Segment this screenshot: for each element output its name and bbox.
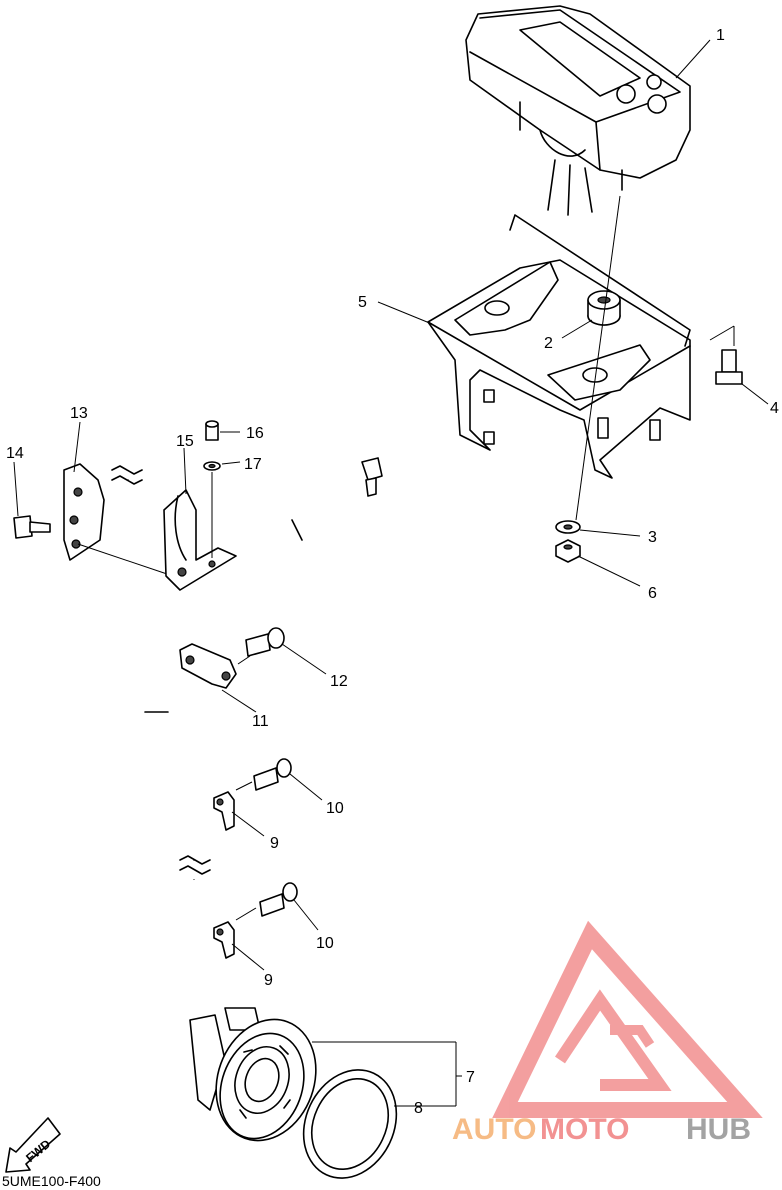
watermark-text-auto: AUTO: [452, 1113, 536, 1146]
callout-8: 8: [414, 1100, 423, 1117]
part-clip-9-upper: [213, 791, 235, 831]
part-screw-10-upper: [253, 758, 292, 791]
leader-line-3: [579, 529, 641, 537]
callout-1: 1: [716, 27, 725, 44]
part-meter-bracket: [427, 214, 691, 479]
callout-9-upper: 9: [270, 835, 279, 852]
watermark-text-hub: HUB: [686, 1113, 751, 1146]
callout-16: 16: [246, 425, 264, 442]
watermark-text-moto: MOTO: [540, 1113, 629, 1146]
part-seal-ring: [302, 1069, 398, 1179]
leader-line-17: [221, 461, 241, 465]
part-mount-plate: [63, 463, 105, 561]
callout-6: 4: [770, 400, 779, 417]
watermark-logo: [492, 920, 763, 1118]
part-screw-10-lower: [259, 882, 298, 917]
leader-line-11b: [237, 655, 251, 665]
leader-line-14: [13, 461, 19, 517]
callout-4: 6: [648, 585, 657, 602]
part-speedometer-gear-unit: [189, 1007, 317, 1142]
callout-11: 11: [252, 713, 269, 730]
leader-line-10a: [289, 773, 323, 801]
callout-10-upper: 10: [326, 800, 344, 817]
part-clip-9-lower: [213, 921, 235, 959]
callout-10-lower: 10: [316, 935, 334, 952]
leader-line-6a: [709, 325, 735, 341]
part-bolt-14: [13, 515, 51, 539]
part-screw-16: [205, 420, 219, 441]
part-cable-guide: [163, 489, 237, 591]
drawing-code: 5UME100-F400: [2, 1173, 101, 1189]
leader-line-9a: [231, 811, 265, 837]
callout-5: 5: [358, 294, 367, 311]
callout-17: 17: [244, 456, 262, 473]
part-washer: [555, 520, 581, 534]
leader-line-1: [675, 39, 711, 79]
leader-line-10b: [293, 899, 319, 931]
leader-line-13b: [77, 543, 171, 576]
leader-line-4: [577, 555, 641, 587]
leader-line-11: [221, 689, 257, 713]
callout-9-lower: 9: [264, 972, 273, 989]
callout-15: 15: [176, 433, 194, 450]
leader-line-9a2: [235, 781, 253, 791]
callout-13: 13: [70, 405, 88, 422]
leader-line-9b2: [235, 907, 257, 921]
leader-line-15: [183, 447, 187, 495]
part-nut: [555, 539, 581, 563]
callout-14: 14: [6, 445, 24, 462]
leader-line-13: [73, 421, 81, 473]
part-grommet: [587, 290, 621, 326]
part-speedometer-cable: [111, 344, 383, 1022]
leader-line-12: [281, 643, 327, 675]
callout-3: 3: [648, 529, 657, 546]
leader-line-6c: [741, 383, 769, 405]
callout-7: 7: [466, 1069, 475, 1086]
leader-line-9b: [231, 943, 265, 971]
callout-2: 2: [544, 335, 553, 352]
part-screw-12: [245, 627, 285, 657]
callout-12: 12: [330, 673, 348, 690]
part-clamp-11: [179, 643, 237, 689]
leader-line-2: [561, 319, 593, 339]
assembly-axis-line: [575, 195, 621, 521]
part-meter-assembly: [465, 5, 691, 216]
part-washer-17: [203, 461, 221, 471]
leader-line-5: [377, 301, 433, 325]
fwd-arrow-icon: [5, 1117, 61, 1173]
part-bolt-6: [715, 349, 743, 385]
